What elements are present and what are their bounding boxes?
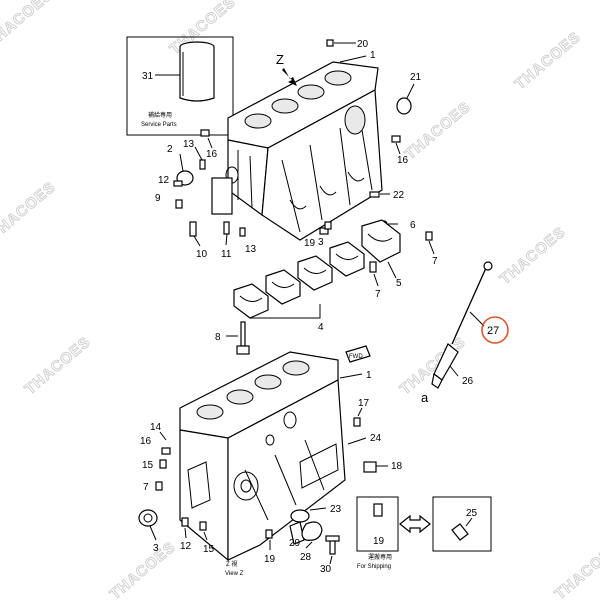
dipstick: 26 a: [421, 261, 493, 405]
part-25-box: 25: [432, 496, 492, 552]
callout-10: 10: [196, 249, 208, 260]
callout-15: 15: [142, 460, 154, 471]
callout-26: 26: [462, 376, 474, 387]
callout-4: 4: [318, 322, 324, 333]
callout-7-mid: 7: [375, 289, 381, 300]
service-parts-label: Service Parts: [141, 122, 177, 128]
callout-12: 12: [158, 175, 170, 186]
callout-28: 28: [300, 552, 312, 563]
callout-7-lower: 7: [143, 482, 149, 493]
callout-3-lower: 3: [153, 543, 159, 554]
callout-22: 22: [393, 190, 405, 201]
callout-18: 18: [391, 461, 403, 472]
for-shipping-label: For Shipping: [357, 564, 391, 570]
callout-11: 11: [221, 249, 232, 260]
callout-20: 20: [357, 39, 369, 50]
callout-14: 14: [150, 422, 162, 433]
view-z-letter: Z: [276, 52, 284, 67]
service-parts-jp: 補給専用: [148, 111, 172, 119]
callout-30: 30: [320, 564, 332, 575]
callout-12-lower: 12: [180, 541, 192, 552]
watermark: THACOES: [402, 98, 474, 163]
callout-1-lower: 1: [366, 370, 372, 381]
callout-19: 19: [304, 238, 316, 249]
callout-7: 7: [432, 256, 438, 267]
callout-17: 17: [358, 398, 370, 409]
callout-9: 9: [155, 193, 161, 204]
callout-1: 1: [370, 50, 376, 61]
callout-16-left: 16: [206, 149, 218, 160]
callout-21: 21: [410, 72, 422, 83]
watermark: THACOES: [107, 538, 179, 600]
watermark: THACOES: [0, 0, 56, 51]
callout-6: 6: [410, 220, 416, 231]
fwd-label: FWD: [349, 354, 363, 360]
view-caption: View Z: [225, 571, 244, 577]
watermark: THACOES: [22, 333, 94, 398]
for-shipping-box: 19 運搬専用 For Shipping: [356, 496, 399, 570]
upper-cylinder-block: [211, 61, 383, 241]
main-bearing-caps: 5 4: [233, 219, 402, 333]
callout-29: 29: [289, 538, 301, 549]
callout-16: 16: [397, 155, 409, 166]
callout-24: 24: [370, 433, 382, 444]
callout-2: 2: [167, 144, 173, 155]
callout-19-lower: 19: [264, 554, 276, 565]
view-caption-jp: Z 視: [226, 560, 237, 568]
view-z-marker: Z: [276, 52, 297, 86]
service-parts-box: 31 補給専用 Service Parts: [126, 36, 234, 136]
watermark: THACOES: [397, 333, 469, 398]
callout-27: 27: [487, 325, 499, 337]
callout-23: 23: [330, 504, 342, 515]
bolt-8: 8: [215, 321, 250, 355]
callout-8: 8: [215, 332, 221, 343]
view-z-caption: Z 視 View Z: [225, 560, 244, 577]
callout-13: 13: [183, 139, 195, 150]
watermark: THACOES: [497, 223, 569, 288]
lower-cylinder-block: FWD: [179, 345, 371, 562]
highlight-27: 27: [481, 316, 509, 344]
callout-5: 5: [396, 278, 402, 289]
double-arrow: [399, 514, 431, 534]
callout-15-lower: 15: [203, 544, 215, 555]
callout-19-shipping: 19: [373, 536, 385, 547]
callout-16-lower: 16: [140, 436, 152, 447]
arrow-letter: a: [421, 390, 429, 405]
watermark: THACOES: [552, 538, 600, 600]
watermark: THACOES: [0, 178, 59, 243]
watermark: THACOES: [512, 28, 584, 93]
for-shipping-jp: 運搬専用: [368, 553, 392, 561]
callout-31: 31: [142, 71, 154, 82]
callout-13-lower: 13: [245, 244, 257, 255]
callout-3: 3: [318, 237, 324, 248]
upper-small-parts: 20 1 21 16 2 13 16 12 9 22: [155, 39, 438, 300]
lower-callouts: 1 17 14 16 15 24 18 7 23 3 12 15 19 29: [138, 370, 403, 575]
callout-25: 25: [466, 508, 478, 519]
